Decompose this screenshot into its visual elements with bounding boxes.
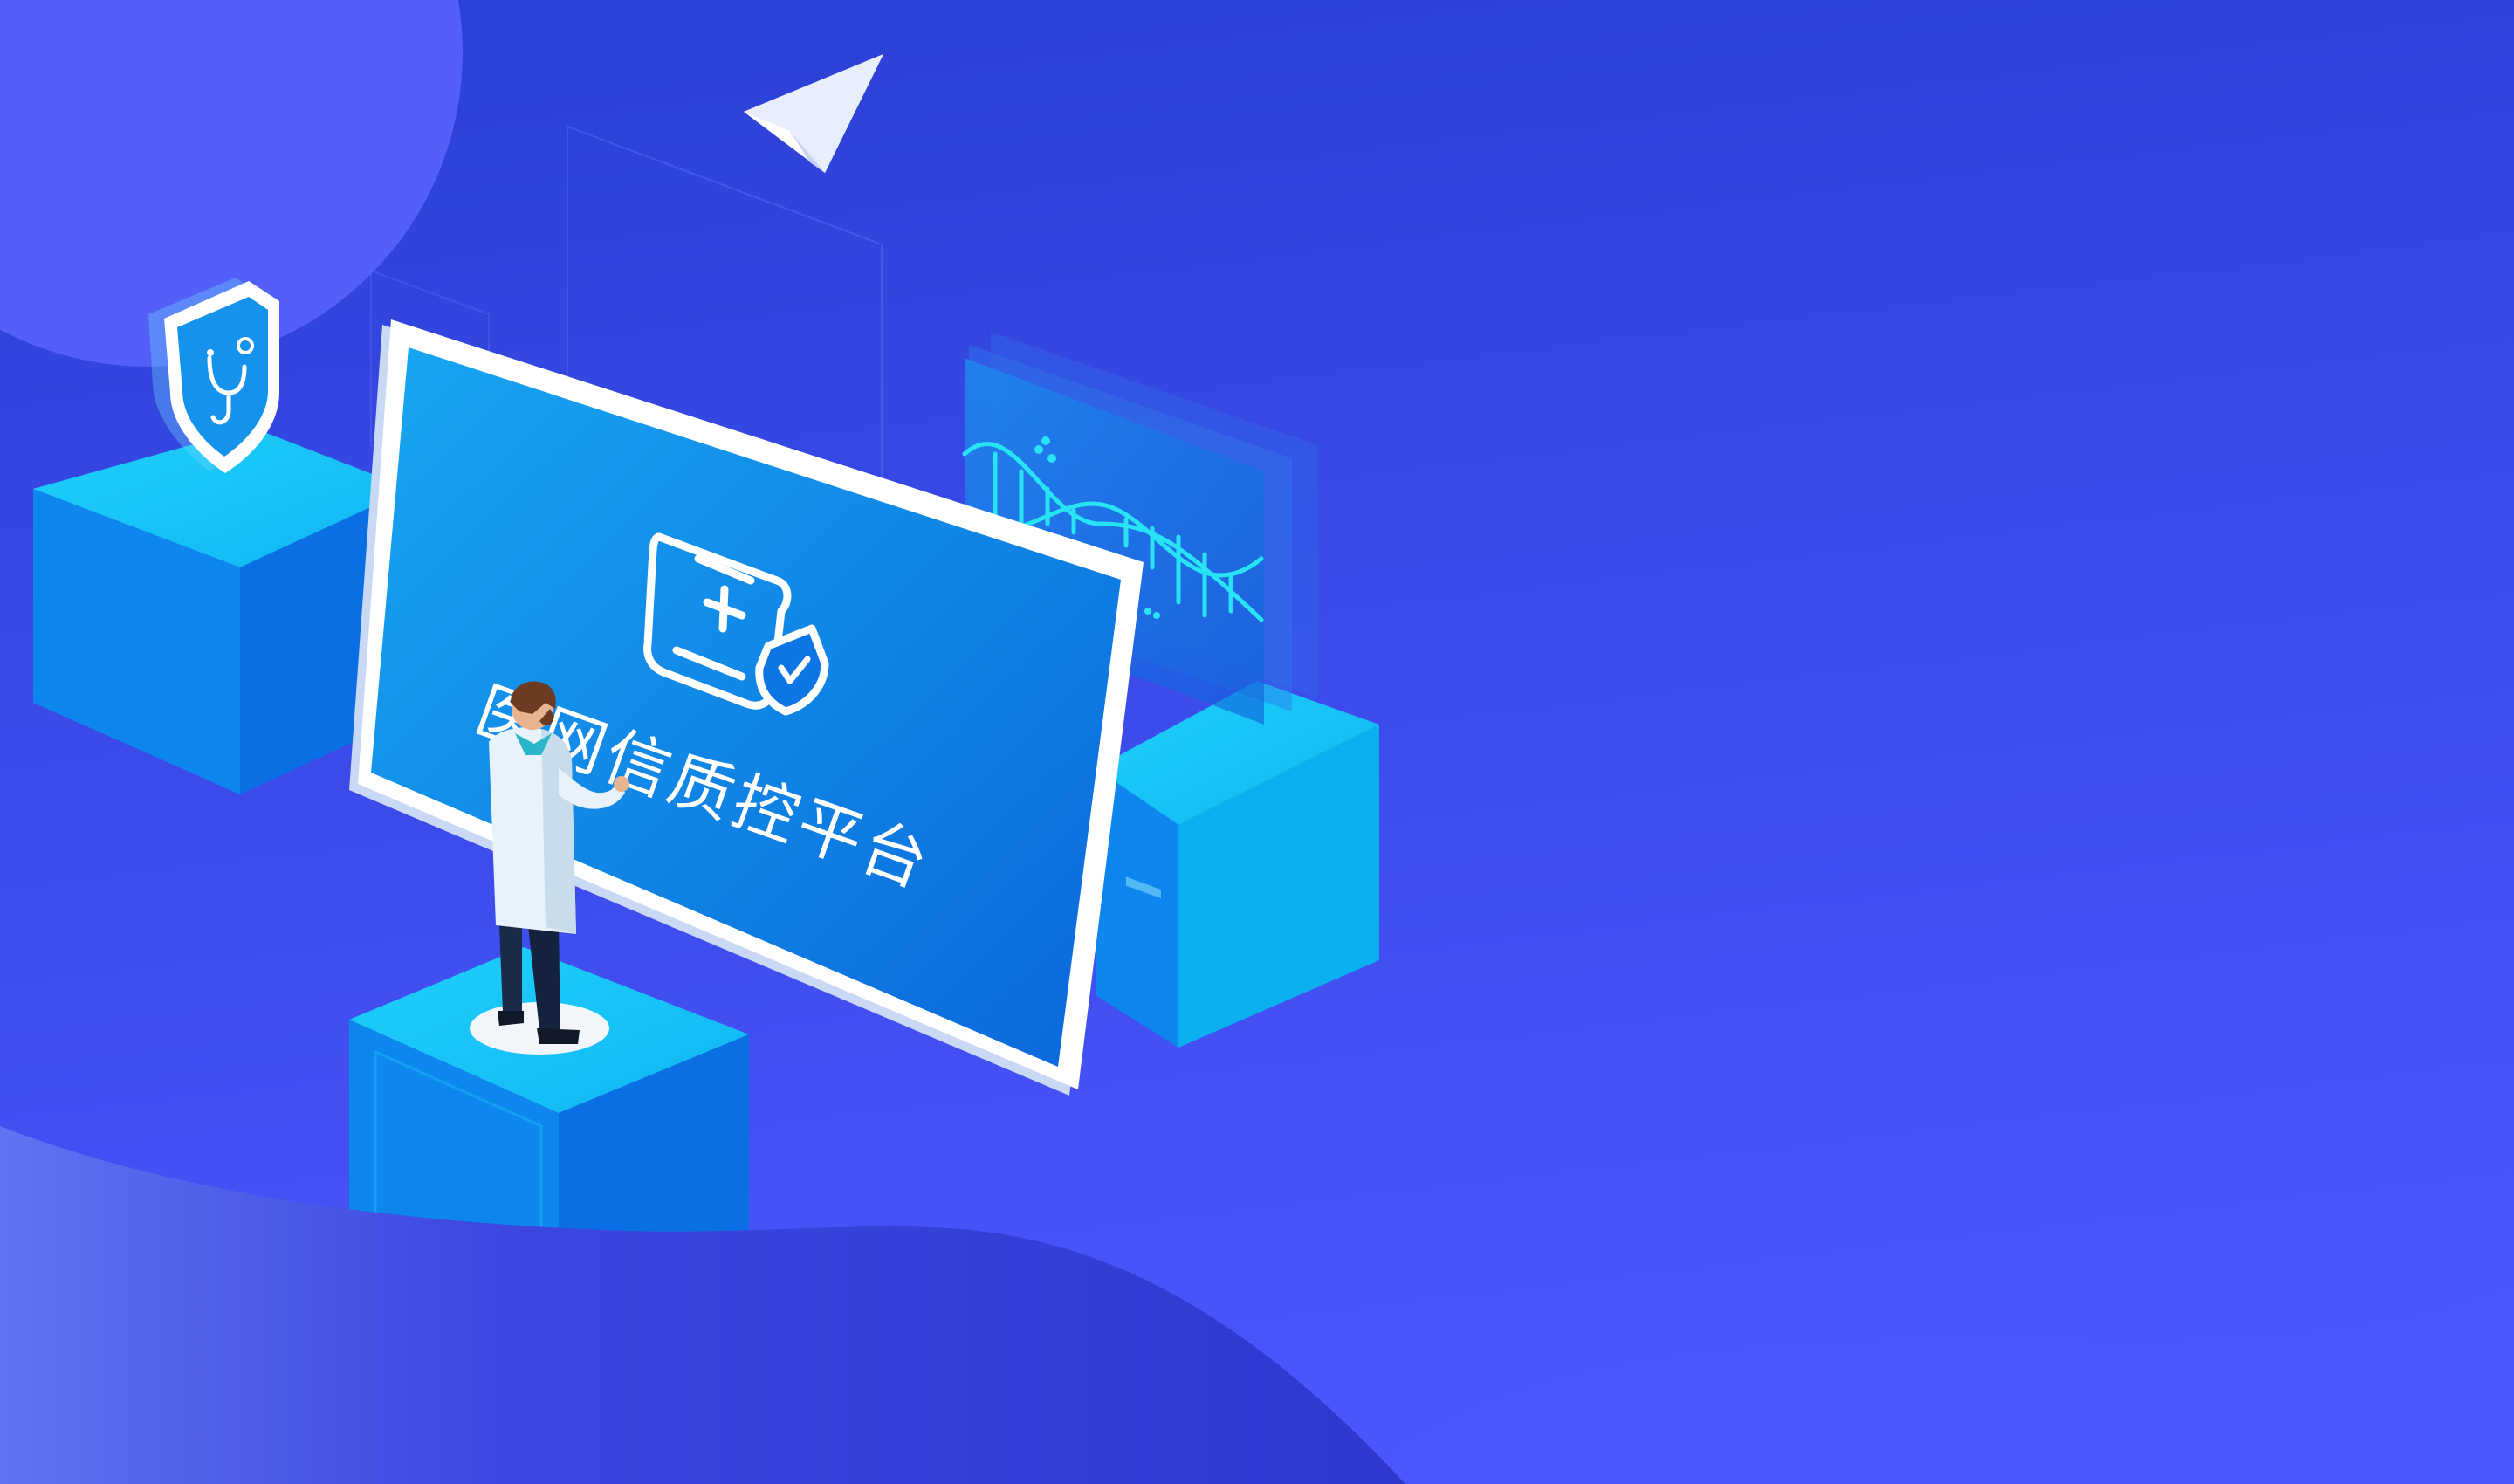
stethoscope-shield-icon [148,278,279,473]
decor-wave-bottom-right [1362,1292,2514,1484]
right-cube [1096,681,1379,1048]
decor-wave-bottom-left [0,1126,1405,1484]
dna-nodes [1034,436,1160,619]
doctor-figure [470,681,629,1055]
paper-plane-icon [744,54,883,173]
medical-card-shield-icon [643,532,829,716]
decor-circle-top-left [0,0,463,367]
